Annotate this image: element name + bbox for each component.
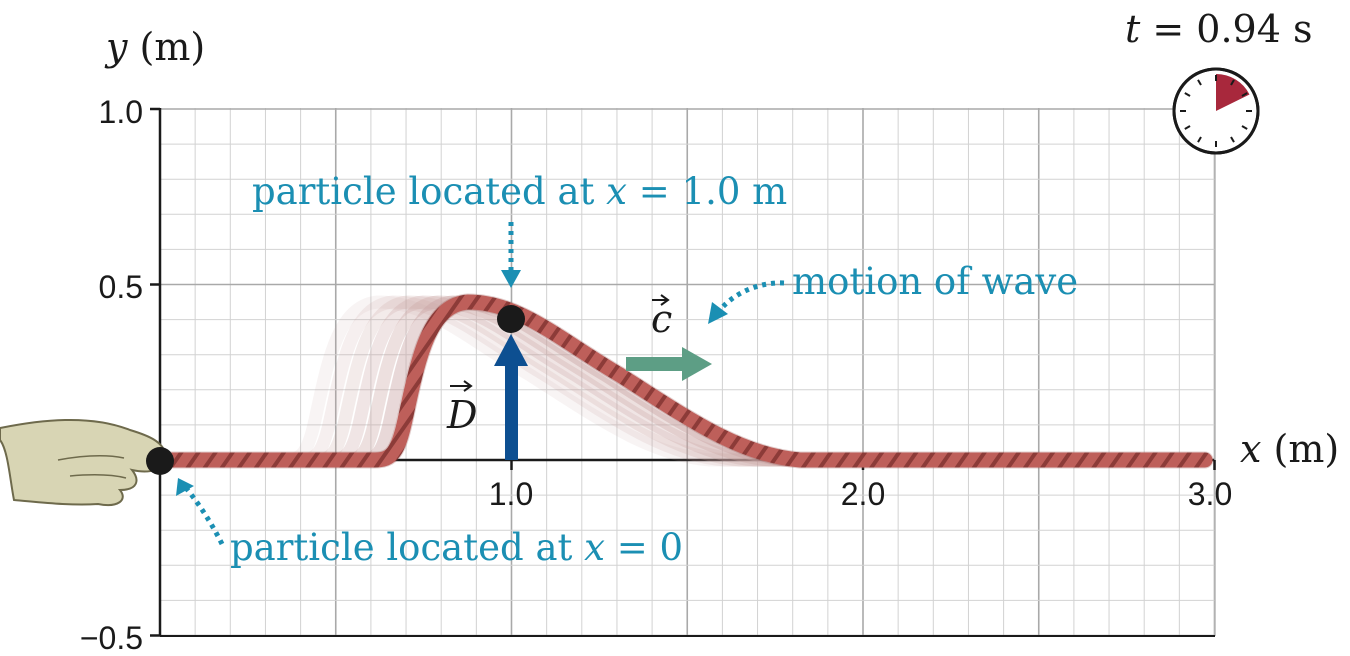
clock-tick xyxy=(1241,125,1248,130)
callout-particle-0: particle located at x = 0 xyxy=(230,526,683,569)
clock-tick xyxy=(1230,136,1235,143)
particle-x-1m xyxy=(497,305,525,333)
callout-particle-1m: particle located at x = 1.0 m xyxy=(252,170,787,213)
clock-tick xyxy=(1184,125,1191,130)
clock-tick xyxy=(1184,92,1191,97)
time-readout: t = 0.94 s xyxy=(1125,7,1312,51)
y-axis-title: y (m) xyxy=(104,25,205,69)
earlier-pulse-positions xyxy=(153,295,1212,467)
clock-tick xyxy=(1197,136,1202,143)
dotted-arrow-icon xyxy=(176,478,225,546)
y-tick-label-neg-0-5: −0.5 xyxy=(80,620,143,656)
ghost-pulse xyxy=(153,295,1212,467)
particle-x-0 xyxy=(146,447,174,475)
clock-tick xyxy=(1230,79,1235,86)
wave-velocity-vector-c: c xyxy=(626,294,712,381)
displacement-vector-d: D xyxy=(446,334,528,460)
clock-tick xyxy=(1197,79,1202,86)
wave-velocity-label: c xyxy=(651,297,672,341)
x-tick-label-1-0: 1.0 xyxy=(489,476,533,512)
clock-tick xyxy=(1241,92,1248,97)
y-tick-label-1-0: 1.0 xyxy=(99,94,143,130)
dotted-arrow-icon xyxy=(708,280,785,324)
x-tick-label-3-0: 3.0 xyxy=(1188,476,1232,512)
callout-motion-of-wave: motion of wave xyxy=(792,260,1078,303)
stopwatch-icon xyxy=(1172,67,1260,155)
x-axis-title: x (m) xyxy=(1240,427,1339,471)
dotted-arrow-icon xyxy=(501,222,521,288)
ghost-pulse xyxy=(153,295,1212,467)
hand-icon xyxy=(0,419,168,506)
rope-outline xyxy=(151,293,1214,469)
rope-wave-pulse xyxy=(152,294,1213,468)
y-tick-label-0-5: 0.5 xyxy=(99,269,143,305)
x-tick-label-2-0: 2.0 xyxy=(841,476,885,512)
displacement-vector-label: D xyxy=(446,393,477,437)
